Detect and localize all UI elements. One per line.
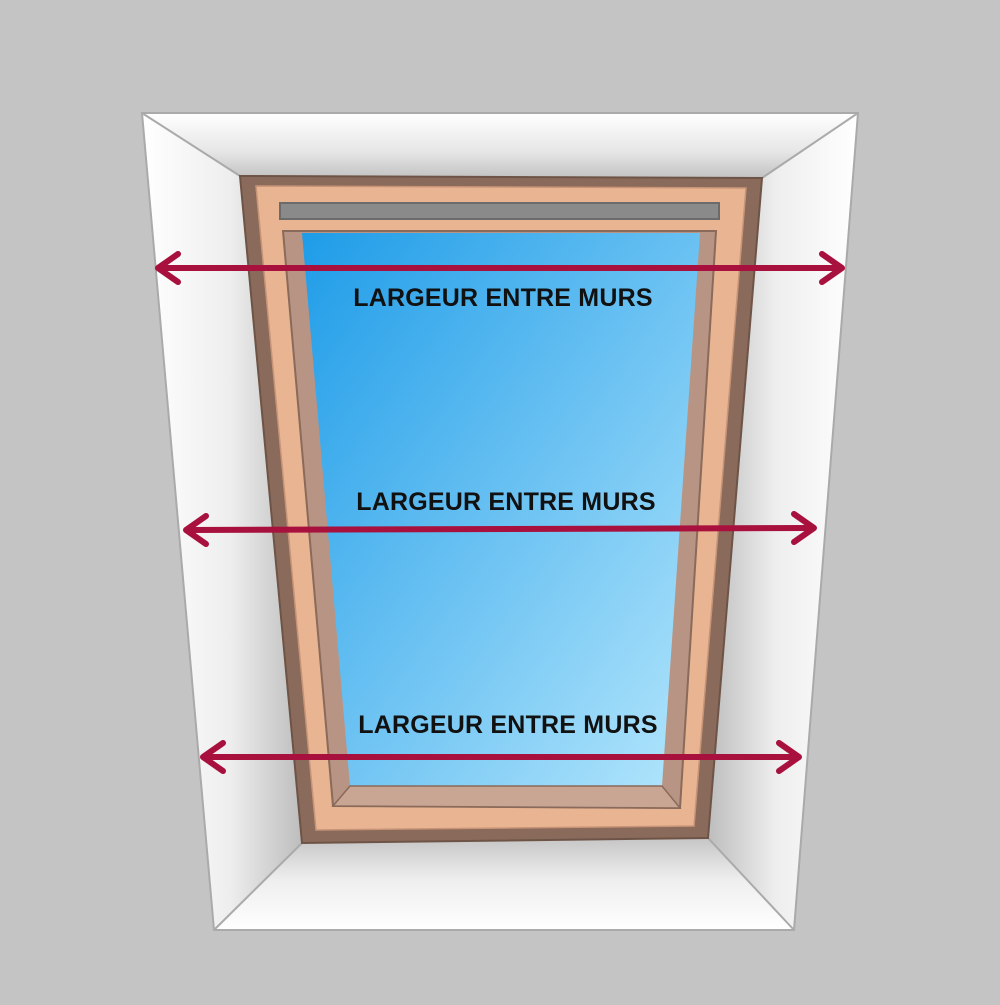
measurement-arrows: LARGEUR ENTRE MURS LARGEUR ENTRE MURS LA… xyxy=(155,251,845,774)
width-measure-top: LARGEUR ENTRE MURS xyxy=(155,251,845,312)
arrow-head-left xyxy=(155,251,181,285)
arrow-head-left xyxy=(183,513,209,547)
arrow-head-right xyxy=(791,511,817,545)
window-frame xyxy=(238,174,764,845)
measure-label: LARGEUR ENTRE MURS xyxy=(358,711,657,739)
width-measure-bottom: LARGEUR ENTRE MURS xyxy=(200,711,802,774)
arrow-head-right xyxy=(819,251,845,285)
measure-label: LARGEUR ENTRE MURS xyxy=(356,488,655,516)
left-reveal-panel xyxy=(142,113,302,930)
width-measure-middle: LARGEUR ENTRE MURS xyxy=(183,488,817,547)
arrow-line xyxy=(185,525,815,533)
top-reveal-panel xyxy=(142,113,858,178)
corner-line-top-left xyxy=(141,112,241,177)
arrow-head-right xyxy=(776,740,802,774)
measure-label: LARGEUR ENTRE MURS xyxy=(353,284,652,312)
bottom-reveal-panel xyxy=(214,838,794,930)
wall-reveal xyxy=(140,112,860,931)
handle-bar xyxy=(279,202,720,220)
corner-line-bottom-right xyxy=(707,837,795,931)
window-glass xyxy=(302,233,700,786)
corner-line-top-right xyxy=(761,112,859,179)
right-reveal-panel xyxy=(708,113,858,930)
sash-bottom-bevel xyxy=(331,785,682,809)
corner-line-bottom-left xyxy=(213,842,303,931)
arrow-head-left xyxy=(200,740,226,774)
